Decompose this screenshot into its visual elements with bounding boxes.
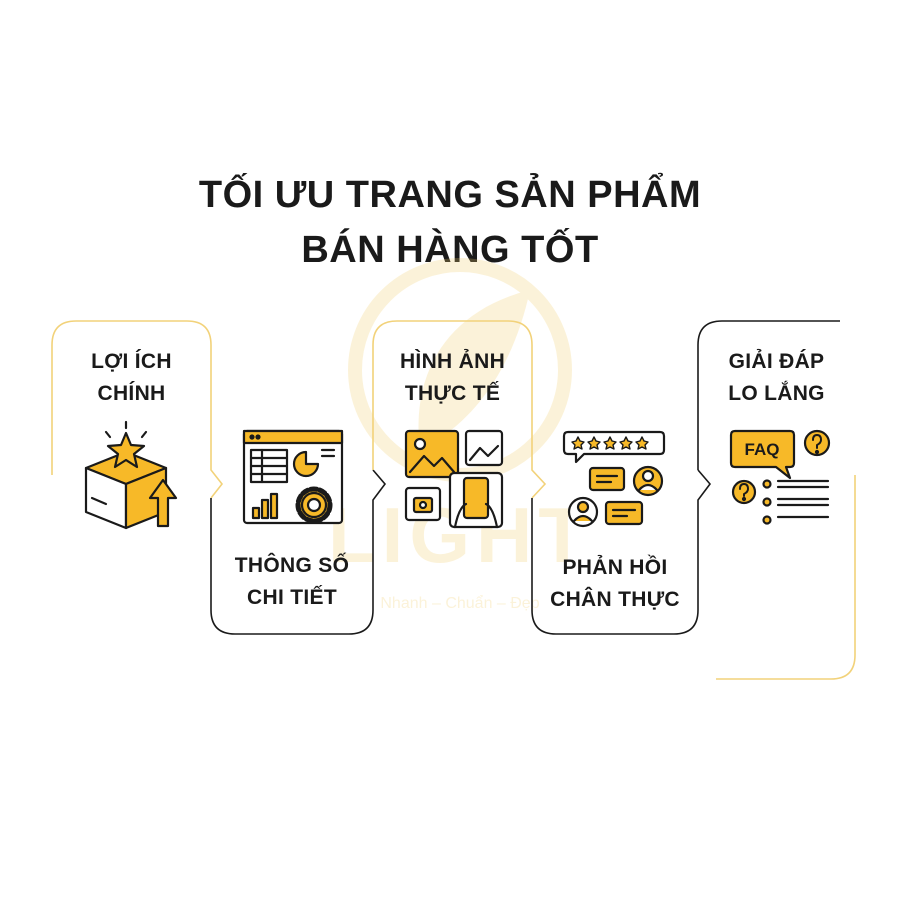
title-line-1: TỐI ƯU TRANG SẢN PHẨM	[198, 174, 702, 216]
step-2-frame	[210, 469, 387, 635]
step-5-frame-right	[716, 475, 856, 680]
step-5-label: GIẢI ĐÁP LO LẮNG	[728, 350, 825, 405]
step-4-label: PHẢN HỒI CHÂN THỰC	[550, 556, 680, 611]
faq-icon	[729, 429, 831, 525]
faq-icon-text: FAQ	[745, 440, 780, 459]
step-5-frame	[697, 320, 840, 470]
step-3-label: HÌNH ẢNH THỰC TẾ	[399, 350, 506, 405]
box-star-icon	[84, 420, 178, 530]
reviews-feedback-icon	[562, 430, 666, 528]
photo-gallery-icon	[404, 429, 504, 529]
step-1-label: LỢI ÍCH CHÍNH	[91, 350, 172, 405]
step-1-frame	[51, 320, 224, 499]
step-2-label: THÔNG SỐ CHI TIẾT	[234, 554, 350, 609]
title-line-2: BÁN HÀNG TỐT	[301, 229, 599, 271]
step-4-frame	[531, 469, 712, 635]
dashboard-gear-icon	[242, 429, 344, 525]
step-3-frame	[372, 320, 547, 499]
